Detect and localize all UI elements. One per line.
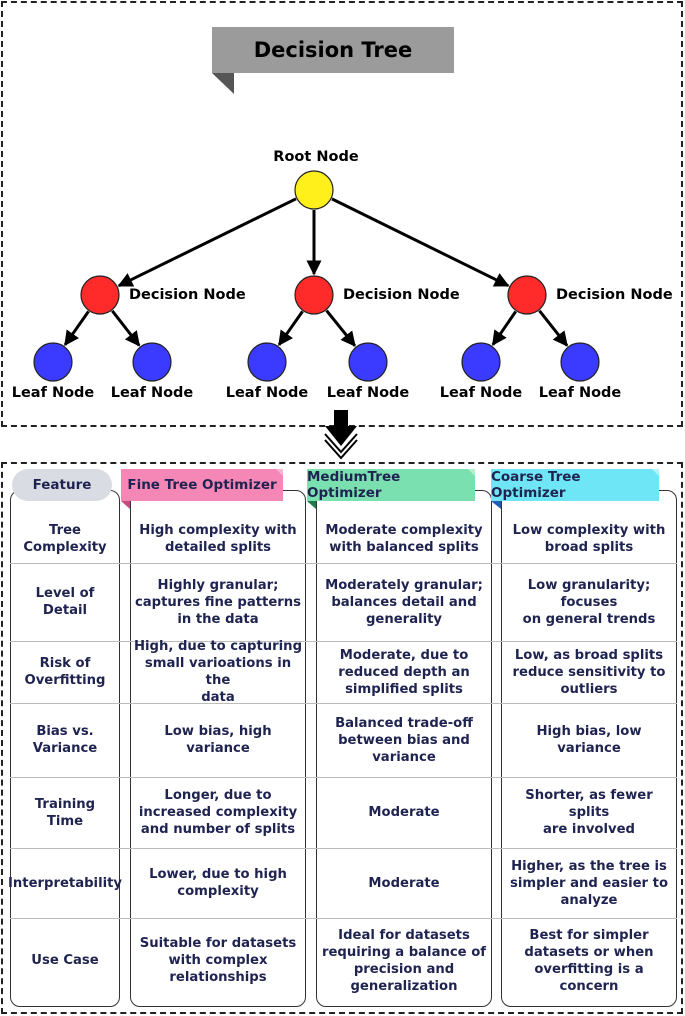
cell-medium: Moderate [368,875,440,891]
cell-fine: Highly granular; captures fine patterns … [134,577,302,627]
cell-fine: Low bias, high variance [164,724,272,756]
header-folds [121,469,659,509]
cell-fine: Longer, due to increased complexity and … [138,788,298,837]
cell-feature: Training Time [34,796,96,829]
cell-fine: Suitable for datasets with complex relat… [139,936,297,985]
down-arrow-icon [324,410,358,460]
leaf-node [33,342,73,382]
leaf-node-label: Leaf Node [226,385,309,401]
leaf-node [247,342,287,382]
cell-medium: Moderate complexity with balanced splits [325,523,483,555]
header-feature: Feature [12,469,112,501]
table-frame [1,462,683,1014]
decision-to-leaf-edge [538,309,569,347]
decision-to-leaf-edge [277,310,304,347]
cell-fine: Lower, due to high complexity [149,867,287,899]
cell-medium: Ideal for datasets requiring a balance o… [321,927,487,994]
leaf-node [560,342,600,382]
cell-feature: Tree Complexity [23,523,107,555]
leaf-node [132,342,172,382]
leaf-node-label: Leaf Node [12,385,95,401]
cell-coarse: Low granularity; focuses on general tren… [522,577,656,627]
cell-medium: Balanced trade-off between bias and vari… [335,715,473,765]
decision-to-leaf-edge [63,310,90,347]
diagram-title: Decision Tree [212,27,454,73]
decision-to-leaf-edge [491,310,517,346]
cell-coarse: Low complexity with broad splits [512,523,666,555]
root-to-decision-edge [117,197,297,288]
cell-feature: Use Case [31,953,99,968]
root-to-decision-edge [331,197,510,288]
cell-coarse: Higher, as the tree is simpler and easie… [509,858,669,908]
decision-node [294,275,334,315]
cell-feature: Risk of Overfitting [24,656,106,688]
cell-coarse: High bias, low variance [536,724,642,756]
cell-coarse: Best for simpler datasets or when overfi… [524,927,654,994]
cell-medium: Moderate [368,805,440,820]
cell-feature: Bias vs. Variance [32,724,98,756]
row-divider [10,641,677,642]
leaf-node-label: Leaf Node [440,385,523,401]
cell-feature: Interpretability [7,875,123,891]
root-node [294,170,334,210]
leaf-node-label: Leaf Node [327,385,410,401]
decision-node [80,275,120,315]
leaf-node-label: Leaf Node [111,385,194,401]
cell-medium: Moderately granular; balances detail and… [325,577,483,627]
leaf-node [461,342,501,382]
header-fine: Fine Tree Optimizer [121,469,283,501]
cell-feature: Level of Detail [35,586,95,618]
row-divider [10,848,677,849]
decision-to-leaf-edge [325,309,356,347]
cell-coarse: Shorter, as fewer splits are involved [525,788,653,837]
decision-node [507,275,547,315]
leaf-node [348,342,388,382]
decision-node-label: Decision Node [129,287,246,303]
row-divider [10,703,677,704]
root-node-label: Root Node [273,149,359,165]
cell-coarse: Low, as broad splits reduce sensitivity … [512,647,666,697]
cell-fine: High complexity with detailed splits [139,523,297,555]
decision-node-label: Decision Node [343,287,460,303]
decision-node-label: Decision Node [556,287,673,303]
decision-to-leaf-edge [111,309,141,347]
header-coarse: Coarse Tree Optimizer [491,469,659,501]
row-divider [10,777,677,778]
leaf-node-label: Leaf Node [539,385,622,401]
cell-medium: Moderate, due to reduced depth an simpli… [338,647,470,697]
row-divider [10,563,677,564]
header-medium: MediumTree Optimizer [307,469,475,501]
cell-fine: High, due to capturing small varioations… [134,639,303,705]
row-divider [10,918,677,919]
